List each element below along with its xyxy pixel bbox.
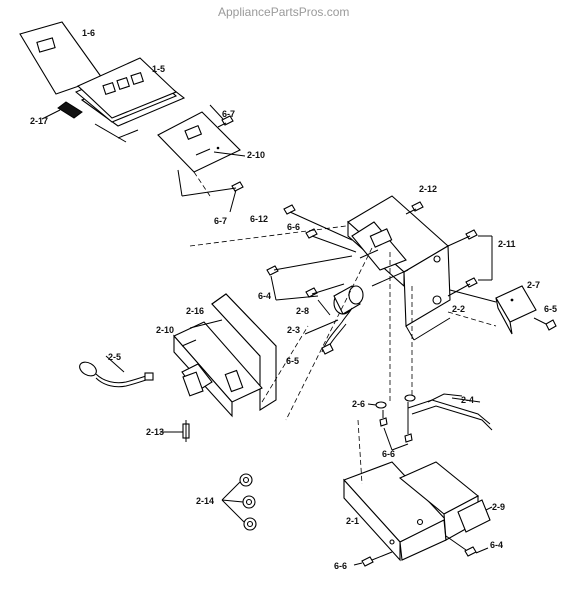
lower-circuit-board-part[interactable] bbox=[173, 319, 263, 418]
relay-box-part[interactable] bbox=[449, 285, 557, 335]
screw-part[interactable] bbox=[177, 169, 244, 213]
part-label: 2-10 bbox=[156, 325, 174, 335]
wire-lead-part[interactable] bbox=[304, 307, 353, 355]
sensor-wire-clip-part[interactable] bbox=[407, 393, 493, 431]
part-label: 2-10 bbox=[247, 150, 265, 160]
part-label: 2-1 bbox=[346, 516, 359, 526]
part-label: 2-4 bbox=[461, 395, 474, 405]
clamp-part[interactable] bbox=[367, 394, 416, 451]
upper-circuit-board-part[interactable] bbox=[157, 111, 246, 173]
part-label: 6-12 bbox=[250, 214, 268, 224]
part-label: 1-6 bbox=[82, 28, 95, 38]
display-board-part[interactable] bbox=[74, 57, 186, 143]
part-label: 2-14 bbox=[196, 496, 214, 506]
part-label: 2-7 bbox=[527, 280, 540, 290]
wire-harness-part[interactable] bbox=[77, 355, 154, 388]
screw-part[interactable] bbox=[445, 535, 489, 557]
foot-bumper-part[interactable] bbox=[221, 473, 257, 531]
part-label: 2-12 bbox=[419, 184, 437, 194]
insulator-sheet-part[interactable] bbox=[211, 293, 277, 411]
part-label: 2-17 bbox=[30, 116, 48, 126]
part-label: 2-8 bbox=[296, 306, 309, 316]
part-label: 6-5 bbox=[544, 304, 557, 314]
part-label: 6-6 bbox=[287, 222, 300, 232]
ribbon-connector-part[interactable] bbox=[41, 101, 83, 120]
part-label: 2-11 bbox=[498, 239, 516, 249]
control-housing-bracket-part[interactable] bbox=[347, 195, 451, 341]
part-label: 1-5 bbox=[152, 64, 165, 74]
part-label: 2-2 bbox=[452, 304, 465, 314]
part-label: 6-6 bbox=[334, 561, 347, 571]
part-label: 2-16 bbox=[186, 306, 204, 316]
overlay-panel-part[interactable] bbox=[19, 21, 103, 95]
screw-part[interactable] bbox=[405, 201, 424, 215]
part-label: 6-5 bbox=[286, 356, 299, 366]
part-label: 6-6 bbox=[382, 449, 395, 459]
screw-part[interactable] bbox=[283, 204, 357, 253]
watermark: AppliancePartsPros.com bbox=[218, 5, 349, 19]
base-bracket-part[interactable] bbox=[343, 461, 479, 562]
part-label: 2-13 bbox=[146, 427, 164, 437]
part-label: 2-9 bbox=[492, 502, 505, 512]
thermistor-tube-part[interactable] bbox=[317, 285, 364, 316]
screw-part[interactable] bbox=[353, 551, 393, 567]
part-label: 6-4 bbox=[490, 540, 503, 550]
label-part[interactable] bbox=[457, 499, 493, 533]
assembly-guide-lines bbox=[189, 171, 497, 485]
part-label: 2-6 bbox=[352, 399, 365, 409]
part-label: 6-7 bbox=[214, 216, 227, 226]
screw-part[interactable] bbox=[266, 255, 353, 301]
part-label: 2-5 bbox=[108, 352, 121, 362]
part-label: 2-3 bbox=[287, 325, 300, 335]
part-number-labels: 1-6 1-5 2-17 6-7 2-10 6-7 2-12 6-12 6-6 … bbox=[30, 28, 557, 571]
part-label: 6-7 bbox=[222, 109, 235, 119]
fuse-part[interactable] bbox=[160, 420, 190, 442]
screw-part[interactable] bbox=[209, 104, 234, 128]
part-label: 6-4 bbox=[258, 291, 271, 301]
screw-part[interactable] bbox=[447, 229, 493, 297]
